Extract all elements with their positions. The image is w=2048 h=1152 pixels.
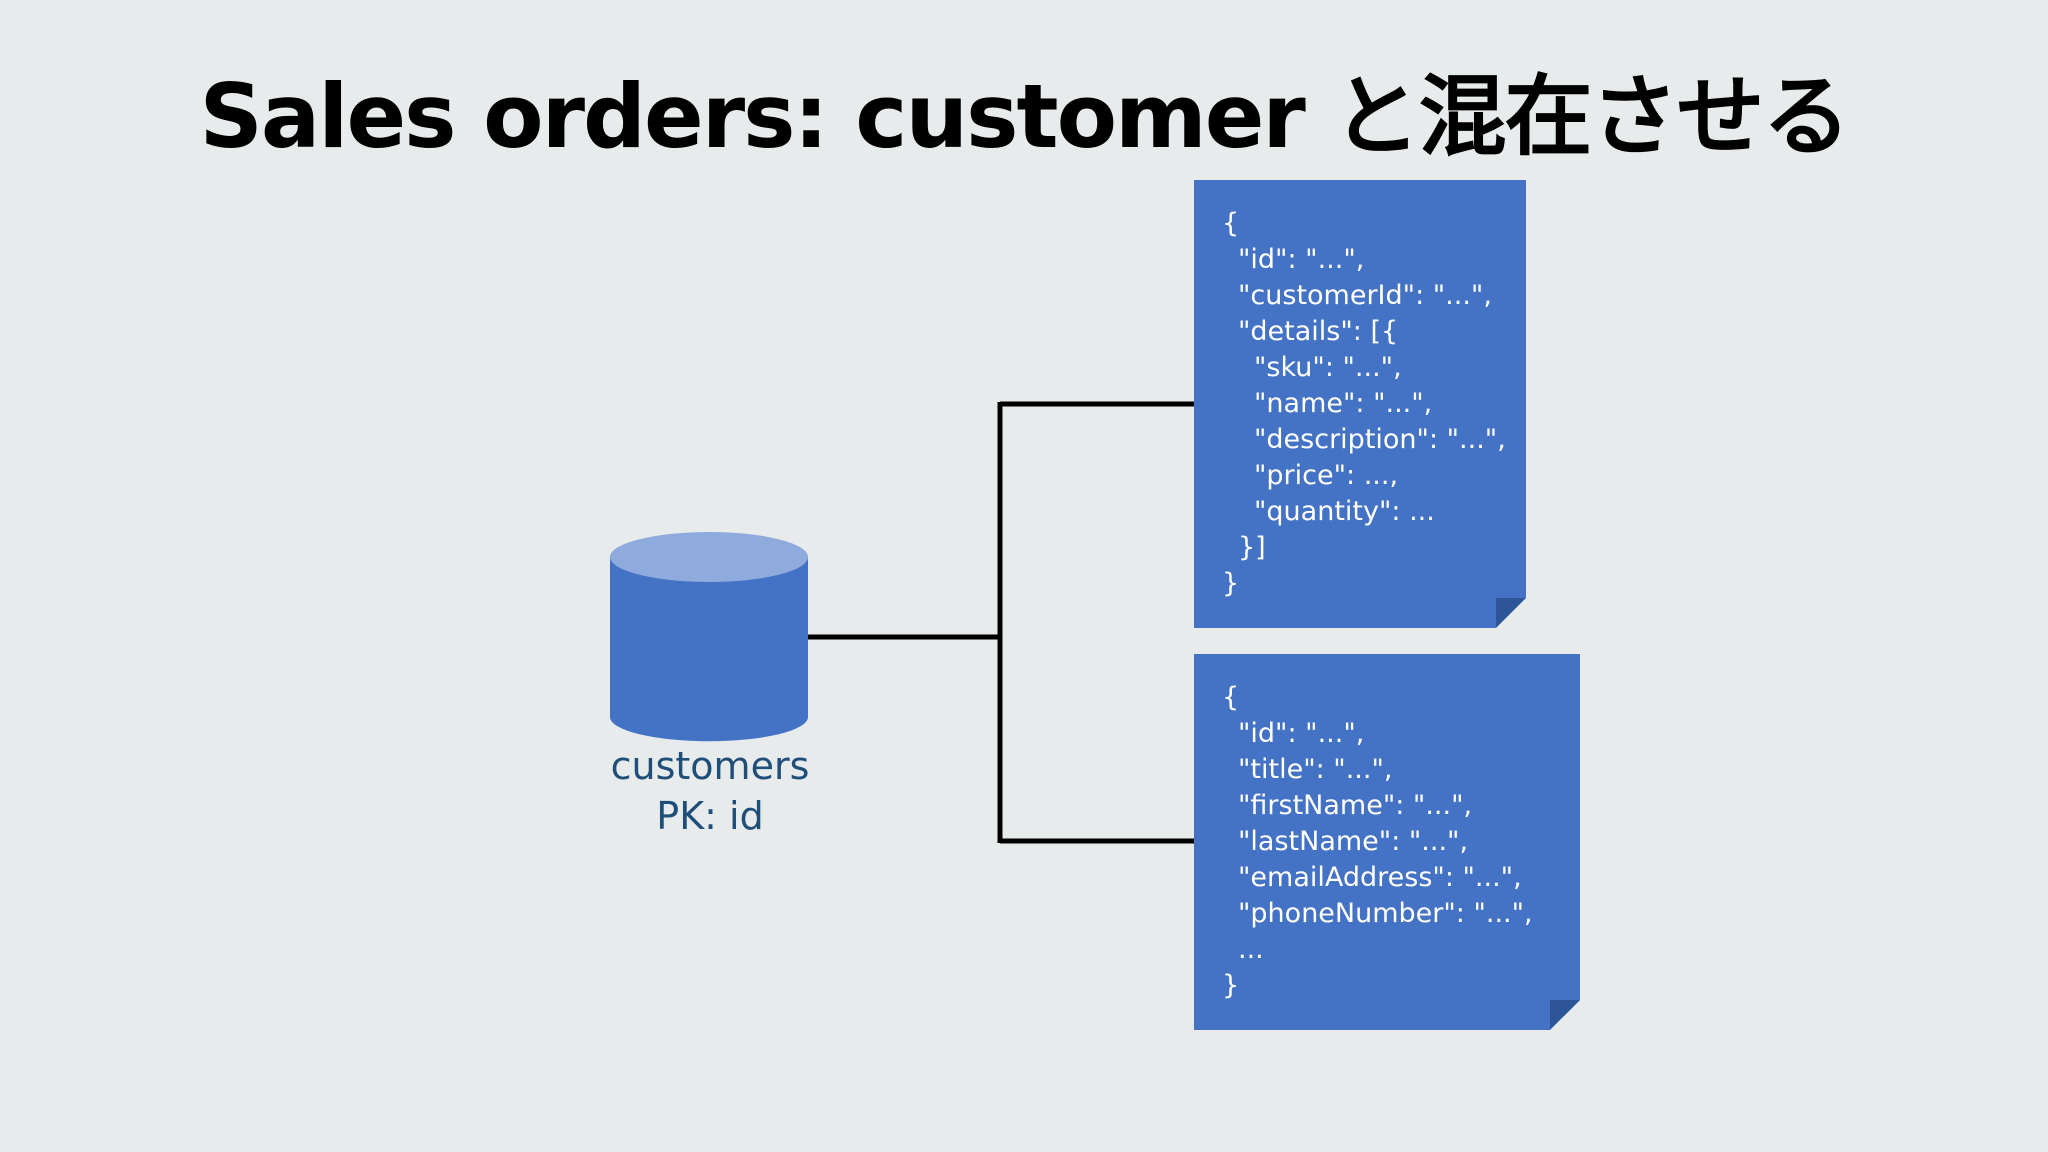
order-document: { "id": "...", "customerId": "...", "detail… [1194, 180, 1526, 628]
code-line: "id": "...", [1238, 718, 1365, 749]
cylinder-body [610, 557, 808, 742]
code-line: } [1222, 970, 1240, 1001]
customer-document-body: { "id": "...", "title": "...", "firstName":… [1194, 680, 1580, 1004]
code-line: "phoneNumber": "...", [1238, 898, 1533, 929]
code-line: { [1222, 208, 1240, 239]
code-line: { [1222, 682, 1240, 713]
code-line: "quantity": ... [1254, 496, 1435, 527]
slide-title: Sales orders: customer と混在させる [199, 65, 1851, 168]
code-line: }] [1238, 532, 1266, 563]
code-line: "lastName": "...", [1238, 826, 1469, 857]
code-line: "name": "...", [1254, 388, 1433, 419]
code-line: "firstName": "...", [1238, 790, 1473, 821]
code-line: "title": "...", [1238, 754, 1393, 785]
code-line: "description": "...", [1254, 424, 1506, 455]
code-line: "details": [{ [1238, 316, 1399, 347]
code-line: "emailAddress": "...", [1238, 862, 1522, 893]
code-line: } [1222, 568, 1240, 599]
code-line: ... [1238, 934, 1264, 965]
connector-lines [808, 401, 1194, 844]
code-line: "id": "...", [1238, 244, 1365, 275]
partition-key-label: PK: id [656, 794, 764, 838]
code-line: "sku": "...", [1254, 352, 1402, 383]
cylinder-top [610, 532, 808, 582]
code-line: "price": ..., [1254, 460, 1399, 491]
order-document-body: { "id": "...", "customerId": "...", "detail… [1194, 206, 1526, 602]
container-name-label: customers [610, 744, 810, 788]
database-cylinder-icon [610, 532, 808, 742]
code-line: "customerId": "...", [1238, 280, 1492, 311]
customer-document: { "id": "...", "title": "...", "firstName":… [1194, 654, 1580, 1030]
